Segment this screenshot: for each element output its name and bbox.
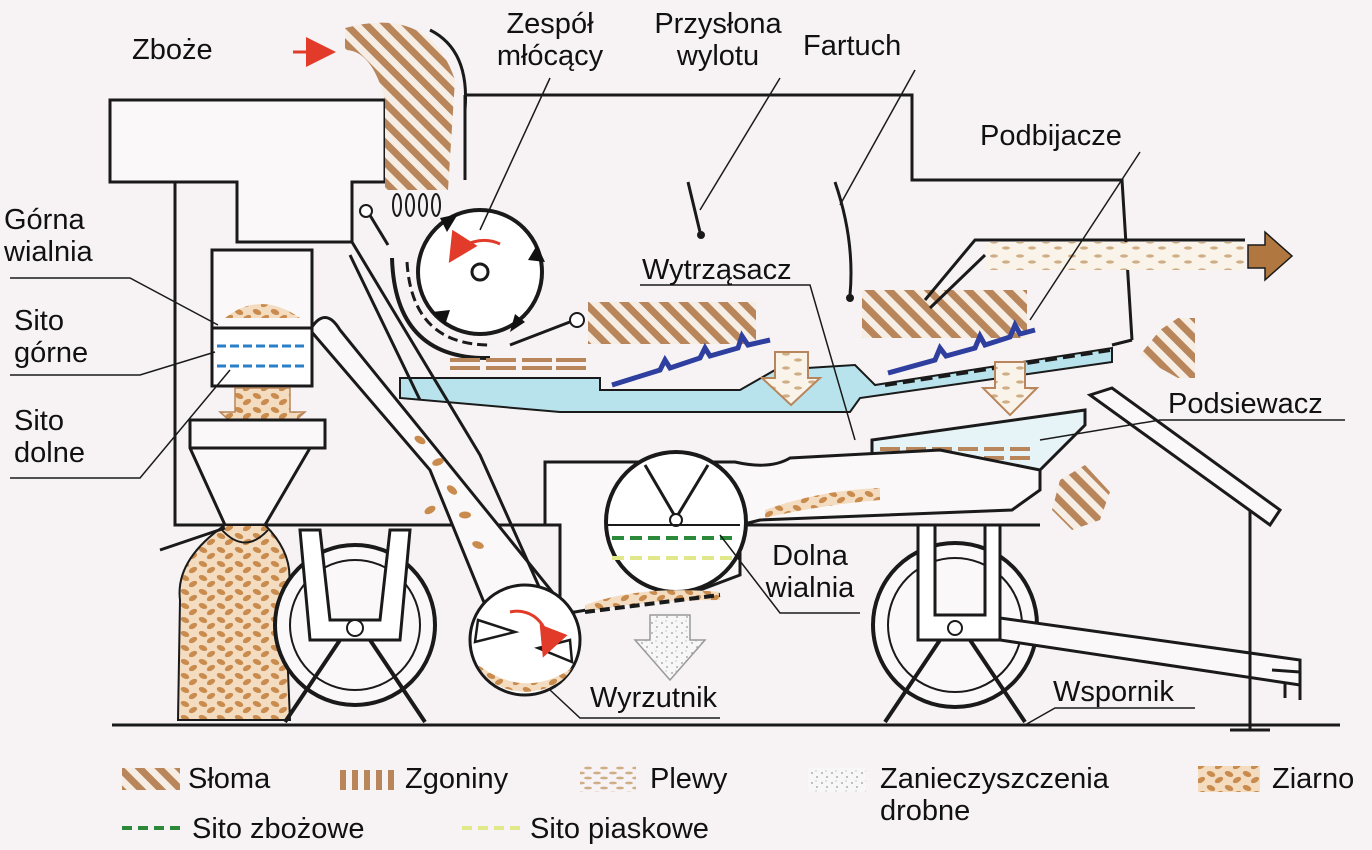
- grain-hopper: [188, 418, 327, 527]
- straw-on-walker-2: [862, 290, 1027, 338]
- drawbar: [998, 616, 1302, 687]
- down-arrow-2: [980, 361, 1040, 417]
- inflow-ovals: [392, 193, 441, 217]
- label-gorna-wialnia: Górna wialnia: [4, 204, 93, 268]
- legend-swatch-ziarno: [1198, 766, 1260, 792]
- threshing-drum: [390, 208, 545, 361]
- down-arrow-1: [759, 351, 823, 407]
- grain-sack: [176, 524, 292, 721]
- label-zespol-mlocacy: Zespół młócący: [496, 8, 604, 72]
- grain-on-pan: [765, 488, 880, 518]
- legend-label-sito-zbozowe: Sito zbożowe: [192, 813, 365, 845]
- label-wspornik: Wspornik: [1053, 676, 1174, 708]
- legend-label-sito-piaskowe: Sito piaskowe: [530, 813, 709, 845]
- main-body-outline: [173, 182, 560, 527]
- label-wyrzutnik: Wyrzutnik: [590, 682, 718, 714]
- legend-swatch-plewy: [580, 766, 636, 792]
- label-dolna-wialnia: Dolna wialnia: [765, 540, 855, 604]
- straw-outflow: [1140, 318, 1195, 378]
- label-sito-gorne: Sito górne: [14, 305, 89, 369]
- impeller: [468, 583, 582, 697]
- chaff-on-walker: [450, 358, 586, 370]
- label-wytrzasacz: Wytrząsacz: [642, 254, 792, 286]
- chaff-outflow-arrow: [1247, 230, 1294, 282]
- leader-lines: [10, 69, 1345, 726]
- grain-inflow-stream: [345, 22, 455, 191]
- dust-outflow-arrow: [633, 614, 707, 682]
- tine-bar-1: [611, 330, 771, 388]
- legend-label-sloma: Słoma: [188, 763, 271, 795]
- label-sito-dolne: Sito dolne: [14, 405, 85, 469]
- label-podsiewacz: Podsiewacz: [1168, 388, 1323, 420]
- label-fartuch: Fartuch: [803, 30, 902, 62]
- label-podbijacze: Podbijacze: [980, 120, 1122, 152]
- legend-swatch-zanieczyszczenia: [808, 768, 866, 792]
- chaff-outflow: [985, 242, 1245, 270]
- upper-housing-left: [108, 98, 387, 244]
- straw-on-walker-1: [588, 302, 756, 344]
- legend-label-zanieczyszczenia: Zanieczyszczenia drobne: [880, 763, 1109, 827]
- upper-housing-right: [465, 93, 1134, 341]
- legend-label-zgoniny: Zgoniny: [405, 763, 509, 795]
- podsiewacz-outflow: [1052, 465, 1110, 530]
- tine-bar-2: [887, 319, 1036, 376]
- label-przyslona-wylotu: Przysłona wylotu: [654, 8, 782, 72]
- elevator-grain: [414, 435, 484, 549]
- label-zboze: Zboże: [132, 34, 213, 66]
- legend-swatch-sloma: [122, 768, 180, 790]
- legend-swatch-zgoniny: [340, 770, 394, 790]
- legend-label-ziarno: Ziarno: [1272, 763, 1355, 795]
- legend-label-plewy: Plewy: [650, 763, 728, 795]
